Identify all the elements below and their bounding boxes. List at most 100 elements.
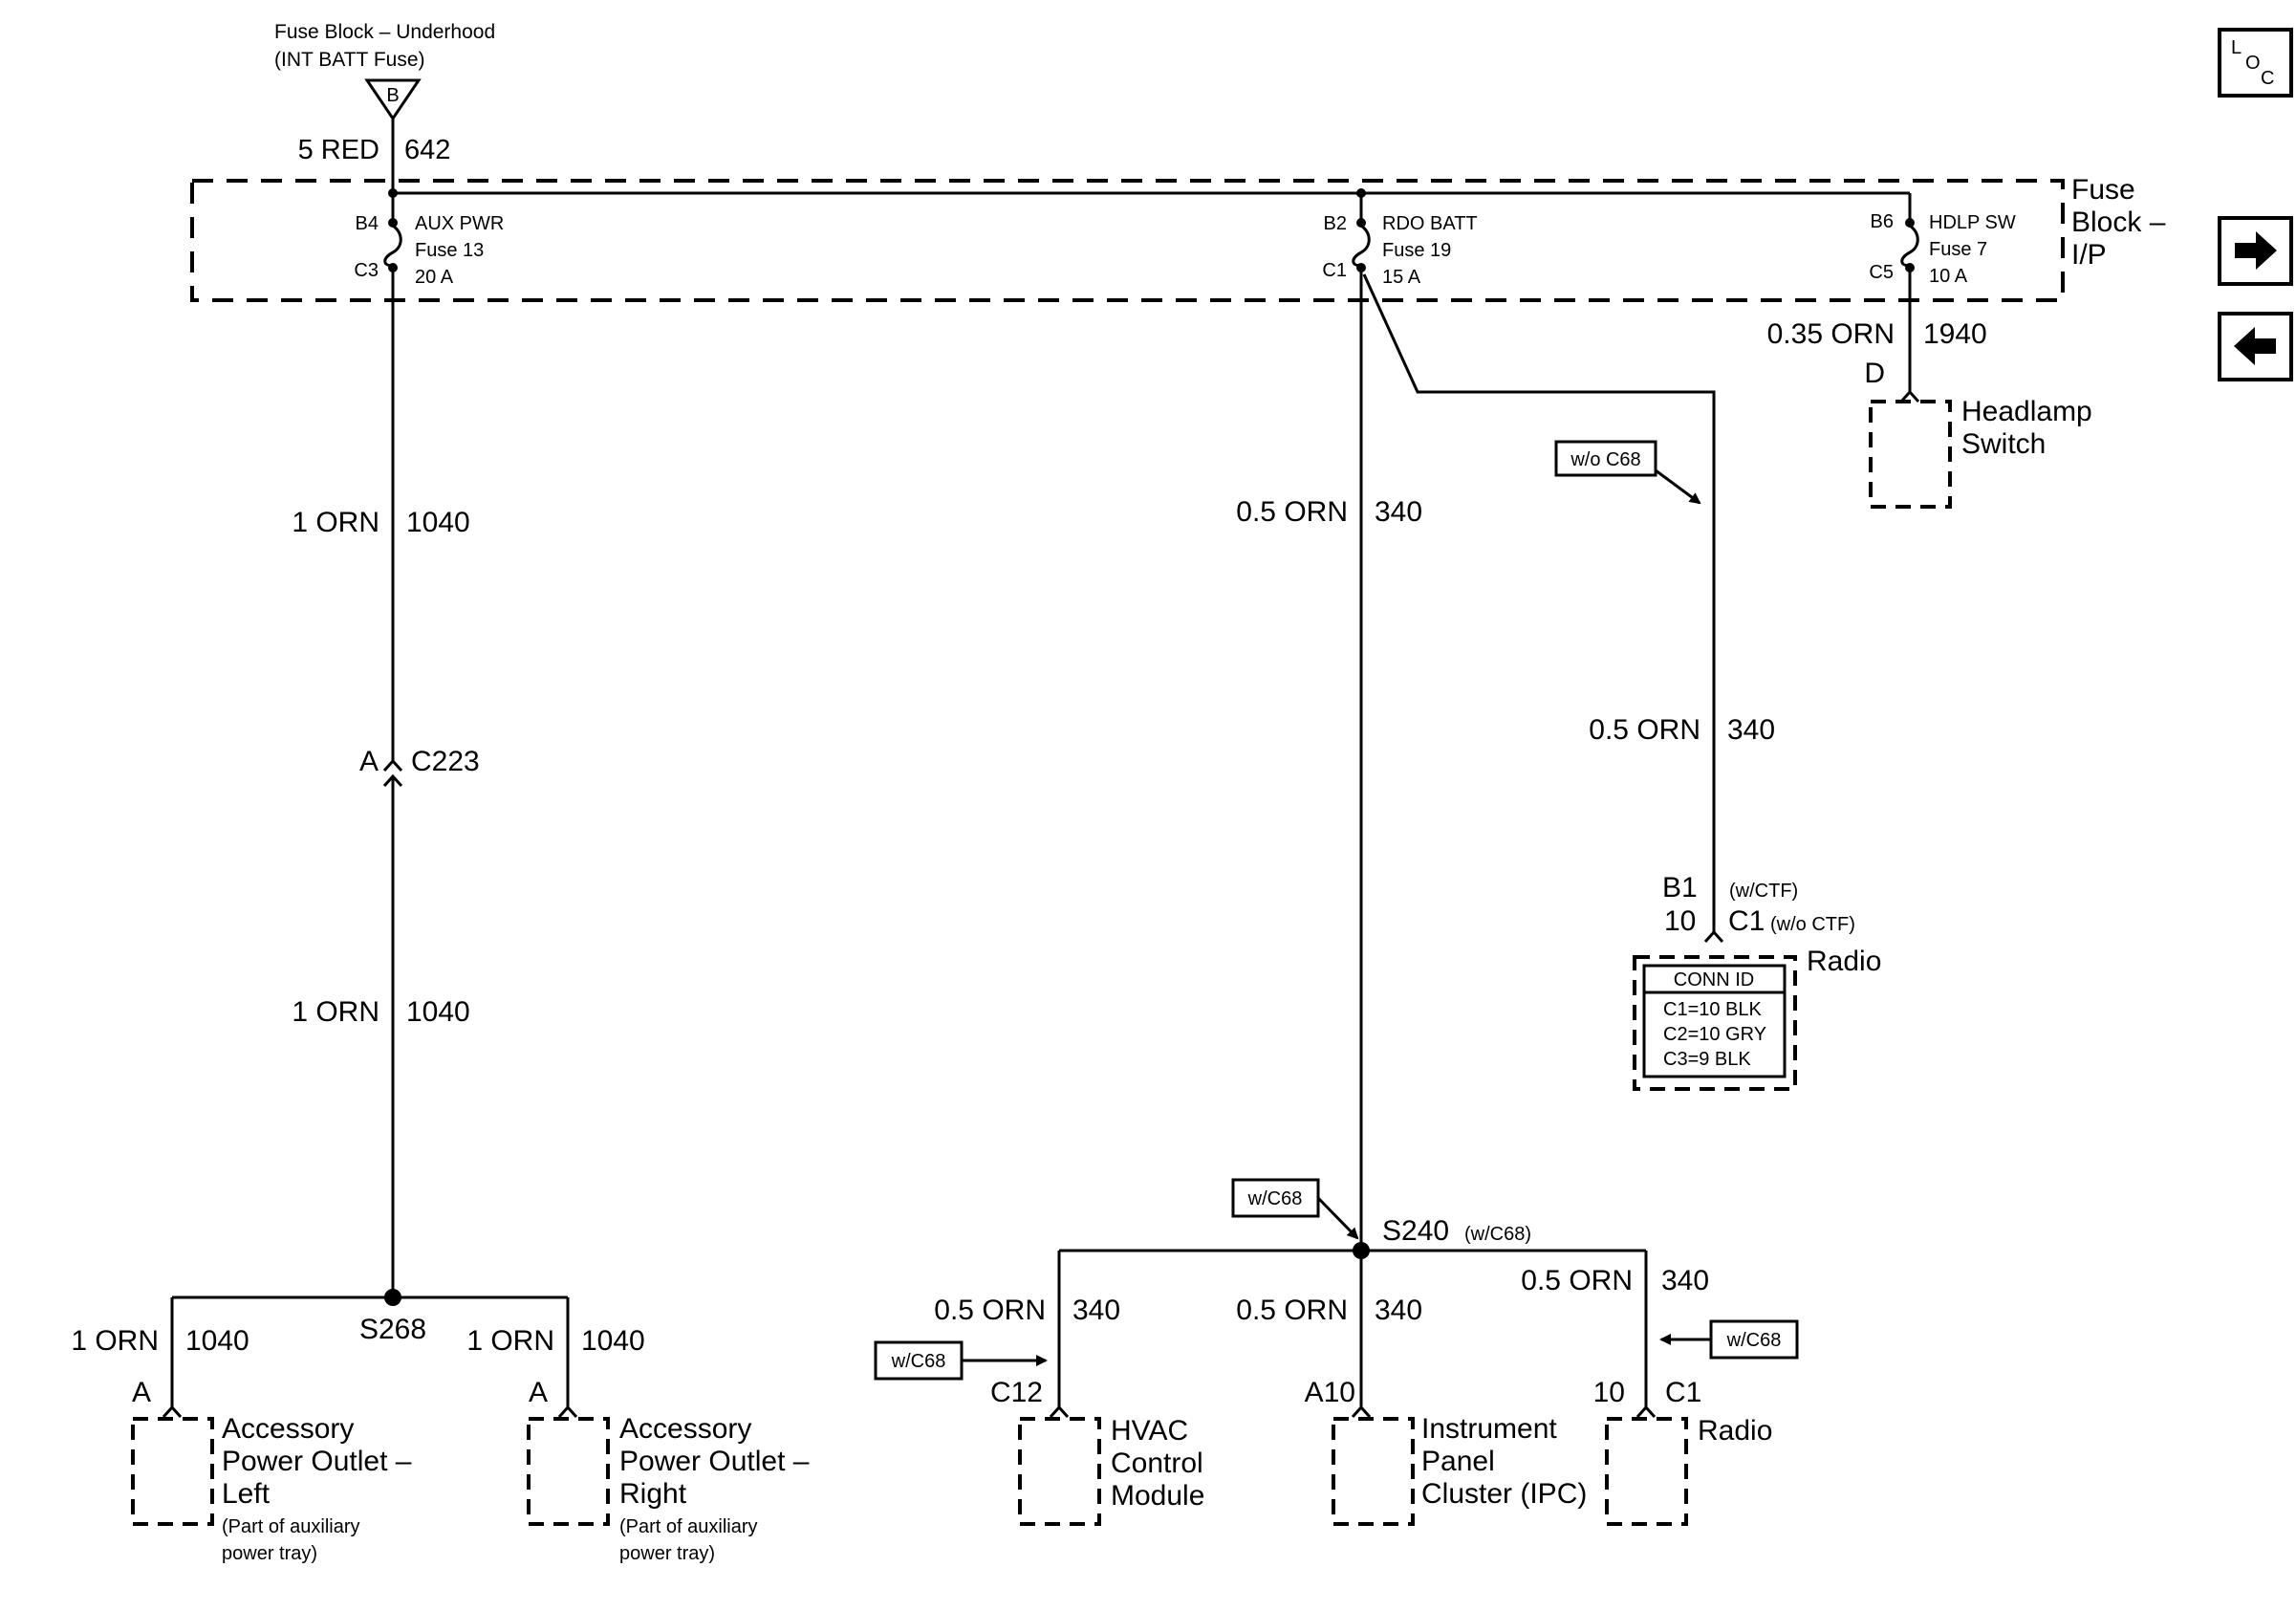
wire-outlet-right-size: 1 ORN	[466, 1325, 554, 1357]
fuse-rdo-rating: 15 A	[1382, 267, 1421, 288]
radio-pin-ten: 10	[1664, 905, 1696, 937]
loc-icon[interactable]	[2218, 28, 2293, 98]
loc-button[interactable]: L O C	[2218, 28, 2293, 98]
outlet-right-pin: A	[529, 1377, 548, 1408]
radio-top-label: Radio	[1807, 946, 1881, 977]
wire-rdo-main-size: 0.5 ORN	[1236, 496, 1348, 528]
source-terminal-letter: B	[386, 85, 399, 106]
fuse-aux-terminal-in	[388, 218, 398, 228]
wire-outlet-right-circuit: 1040	[581, 1325, 645, 1357]
c223-pin: A	[359, 746, 379, 777]
wire-outlet-left-circuit: 1040	[185, 1325, 249, 1357]
outlet-left-label-2: Power Outlet –	[222, 1446, 412, 1477]
arrow-left-glyph	[2234, 327, 2276, 365]
wo-c68-arrow	[1655, 468, 1701, 505]
radio-bottom-connector	[1635, 1404, 1657, 1419]
headlamp-switch-label-2: Switch	[1961, 428, 2046, 460]
wo-c68-flag	[1554, 440, 1657, 477]
fuse-rdo-symbol	[1352, 224, 1371, 268]
conn-id-table	[1642, 964, 1787, 1078]
wire-ipc-circuit: 340	[1375, 1295, 1422, 1326]
loc-letter-l: L	[2231, 37, 2242, 58]
fuse-block-ip-outline	[190, 179, 2065, 302]
hvac-label-2: Control	[1111, 1448, 1203, 1479]
outlet-right-connector	[557, 1404, 578, 1419]
hdlp-connector-symbol	[1899, 389, 1920, 403]
wire-hvac-circuit: 340	[1072, 1295, 1120, 1326]
radio-pin-c1: C1	[1728, 905, 1765, 937]
conn-id-title: CONN ID	[1674, 969, 1754, 991]
hvac-w-c68-label: w/C68	[891, 1351, 946, 1372]
s240-label: S240	[1382, 1215, 1449, 1247]
wire-aux-top-size: 1 ORN	[292, 507, 379, 538]
fuse-rdo-name: RDO BATT	[1382, 213, 1478, 234]
wire-rdo-radio-size: 0.5 ORN	[1589, 714, 1700, 746]
hdlp-pin: D	[1864, 358, 1885, 389]
conn-id-row-3: C3=9 BLK	[1663, 1049, 1751, 1070]
radio-pin-b1-note: (w/CTF)	[1729, 881, 1798, 902]
s240-w-c68-label: w/C68	[1247, 1188, 1303, 1209]
radio-bottom-pin-conn: C1	[1665, 1377, 1701, 1408]
wire-hdlp-circuit: 1940	[1923, 318, 1987, 350]
prev-page-button[interactable]	[2218, 312, 2293, 381]
fuse-hdlp-number: Fuse 7	[1929, 239, 1987, 260]
fuse-aux-name: AUX PWR	[415, 213, 504, 234]
outlet-right-label-2: Power Outlet –	[619, 1446, 810, 1477]
fuse-hdlp-in-pin: B6	[1871, 211, 1894, 232]
ipc-box	[1332, 1417, 1415, 1526]
radio-top-connector	[1703, 929, 1724, 944]
fuse-hdlp-out-pin: C5	[1869, 262, 1894, 283]
wire-hdlp-size: 0.35 ORN	[1767, 318, 1895, 350]
wire-ipc-size: 0.5 ORN	[1236, 1295, 1348, 1326]
wire-aux-top-circuit: 1040	[406, 507, 470, 538]
radio-top-box	[1633, 955, 1797, 1091]
wire-rdo-main-circuit: 340	[1375, 496, 1422, 528]
fuse-hdlp-terminal-in	[1905, 218, 1915, 228]
outlet-left-connector	[162, 1404, 183, 1419]
fuse-aux-number: Fuse 13	[415, 240, 484, 261]
radio-pin-b1: B1	[1662, 872, 1698, 903]
ipc-label-2: Panel	[1421, 1446, 1495, 1477]
c223-connector-upper	[382, 758, 403, 773]
fuse-rdo-in-pin: B2	[1324, 213, 1347, 234]
fuse-aux-terminal-out	[388, 263, 398, 272]
fuse-rdo-number: Fuse 19	[1382, 240, 1451, 261]
fuse-rdo-terminal-out	[1356, 263, 1366, 272]
ipc-label-3: Cluster (IPC)	[1421, 1478, 1587, 1510]
ipc-pin: A10	[1305, 1377, 1355, 1408]
source-wire-size: 5 RED	[298, 135, 379, 165]
hvac-label-1: HVAC	[1111, 1415, 1188, 1447]
wire-outlet-left-size: 1 ORN	[71, 1325, 159, 1357]
radio-pin-c1-note: (w/o CTF)	[1770, 914, 1855, 935]
outlet-right-label-3: Right	[619, 1478, 687, 1510]
hvac-box	[1018, 1417, 1101, 1526]
outlet-left-box	[131, 1417, 214, 1526]
wire-aux-bottom-circuit: 1040	[406, 996, 470, 1028]
wire-hvac-size: 0.5 ORN	[934, 1295, 1046, 1326]
hvac-connector	[1049, 1404, 1070, 1419]
source-terminal-triangle	[364, 78, 422, 121]
conn-id-row-2: C2=10 GRY	[1663, 1024, 1766, 1045]
outlet-right-box	[527, 1417, 610, 1526]
fuse-hdlp-rating: 10 A	[1929, 266, 1968, 287]
headlamp-switch-box	[1869, 400, 1952, 509]
fuse-hdlp-terminal-out	[1905, 263, 1915, 272]
s240-w-c68-flag	[1231, 1178, 1320, 1218]
wire-rdo-radio-circuit: 340	[1727, 714, 1775, 746]
hvac-pin: C12	[990, 1377, 1043, 1408]
fuse-block-ip-label-3: I/P	[2071, 239, 2107, 271]
outlet-left-pin: A	[132, 1377, 151, 1408]
s240-w-c68-arrow	[1316, 1196, 1359, 1240]
outlet-right-note-2: power tray)	[619, 1543, 715, 1564]
arrow-right-glyph	[2235, 231, 2277, 270]
hvac-w-c68-flag	[874, 1340, 964, 1381]
radio-bottom-box	[1605, 1417, 1688, 1526]
fuse-aux-in-pin: B4	[356, 213, 379, 234]
s268-label: S268	[359, 1314, 426, 1345]
loc-letter-c: C	[2261, 68, 2274, 89]
next-page-button[interactable]	[2218, 216, 2293, 286]
fuse-rdo-terminal-in	[1356, 218, 1366, 228]
conn-id-row-1: C1=10 BLK	[1663, 999, 1763, 1020]
